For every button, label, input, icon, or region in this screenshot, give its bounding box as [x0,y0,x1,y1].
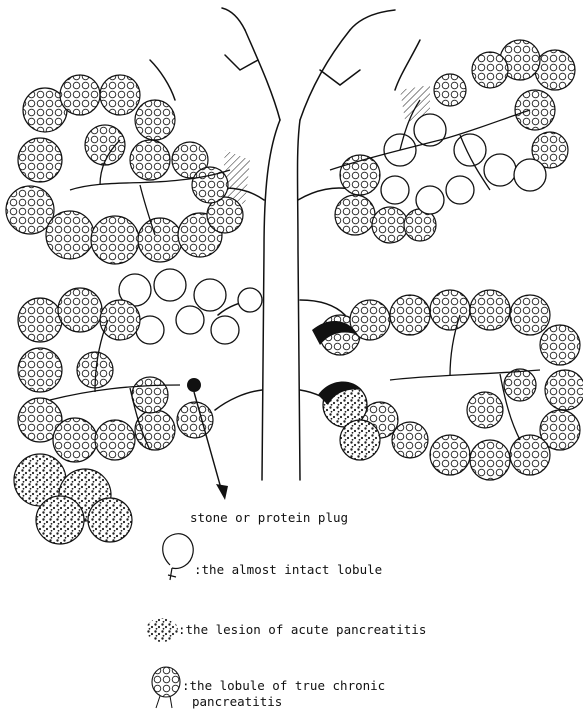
intact-lobule [414,114,446,146]
chronic-lobule [53,418,97,462]
chronic-lobule [177,402,213,438]
stippled-lobule-icon [152,667,180,708]
legend-text-chronic-1: :the lobule of true chronic [182,678,385,693]
chronic-lobule [58,288,102,332]
chronic-lobule [510,435,550,475]
chronic-lobule [95,420,135,460]
outline-lobule-icon [163,534,194,580]
chronic-lobule [100,300,140,340]
legend-item-intact: :the almost intact lobule [163,534,382,580]
intact-lobule [194,279,226,311]
chronic-lobule [504,369,536,401]
chronic-lobule [545,370,583,410]
stone-plug [187,378,228,500]
chronic-lobule [335,195,375,235]
dotted-lesion-icon [146,618,178,642]
intact-lobule [176,306,204,334]
chronic-lobule [390,295,430,335]
chronic-lobule [135,100,175,140]
chronic-lobule [18,348,62,392]
chronic-lobule [510,295,550,335]
chronic-lobule [18,138,62,182]
legend-item-acute: :the lesion of acute pancreatitis [146,618,426,642]
intact-lobule [484,154,516,186]
chronic-lobule [138,218,182,262]
chronic-lobule [430,435,470,475]
chronic-lobule [430,290,470,330]
chronic-lobule [100,75,140,115]
chronic-lobule [6,186,54,234]
legend-text-chronic-2: pancreatitis [192,694,282,709]
legend: :the almost intact lobule :the lesion of… [146,534,426,709]
chronic-lobule [85,125,125,165]
chronic-lobule [132,377,168,413]
acute-lesion-lobule [88,498,132,542]
legend-item-chronic: :the lobule of true chronic pancreatitis [152,667,385,709]
chronic-lobule [46,211,94,259]
lobule-layer [6,40,583,544]
chronic-lobule [467,392,503,428]
arrow-label: stone or protein plug [190,510,348,525]
intact-lobule [514,159,546,191]
chronic-lobule [130,140,170,180]
chronic-lobule [60,75,100,115]
chronic-lobule [472,52,508,88]
intact-lobule [446,176,474,204]
chronic-lobule [392,422,428,458]
intact-lobule [454,134,486,166]
intact-lobule [381,176,409,204]
legend-text-acute: :the lesion of acute pancreatitis [178,622,426,637]
chronic-lobule [540,325,580,365]
chronic-lobule [91,216,139,264]
legend-text-intact: :the almost intact lobule [194,562,382,577]
intact-lobule [416,186,444,214]
intact-lobule [154,269,186,301]
chronic-lobule [18,298,62,342]
chronic-lobule [470,290,510,330]
intact-lobule [238,288,262,312]
acute-lesion-lobule [340,420,380,460]
chronic-lobule [372,207,408,243]
chronic-lobule [434,74,466,106]
chronic-lobule [535,50,575,90]
chronic-lobule [470,440,510,480]
acute-lesion-lobule [36,496,84,544]
chronic-lobule [135,410,175,450]
chronic-lobule [515,90,555,130]
intact-lobule [211,316,239,344]
